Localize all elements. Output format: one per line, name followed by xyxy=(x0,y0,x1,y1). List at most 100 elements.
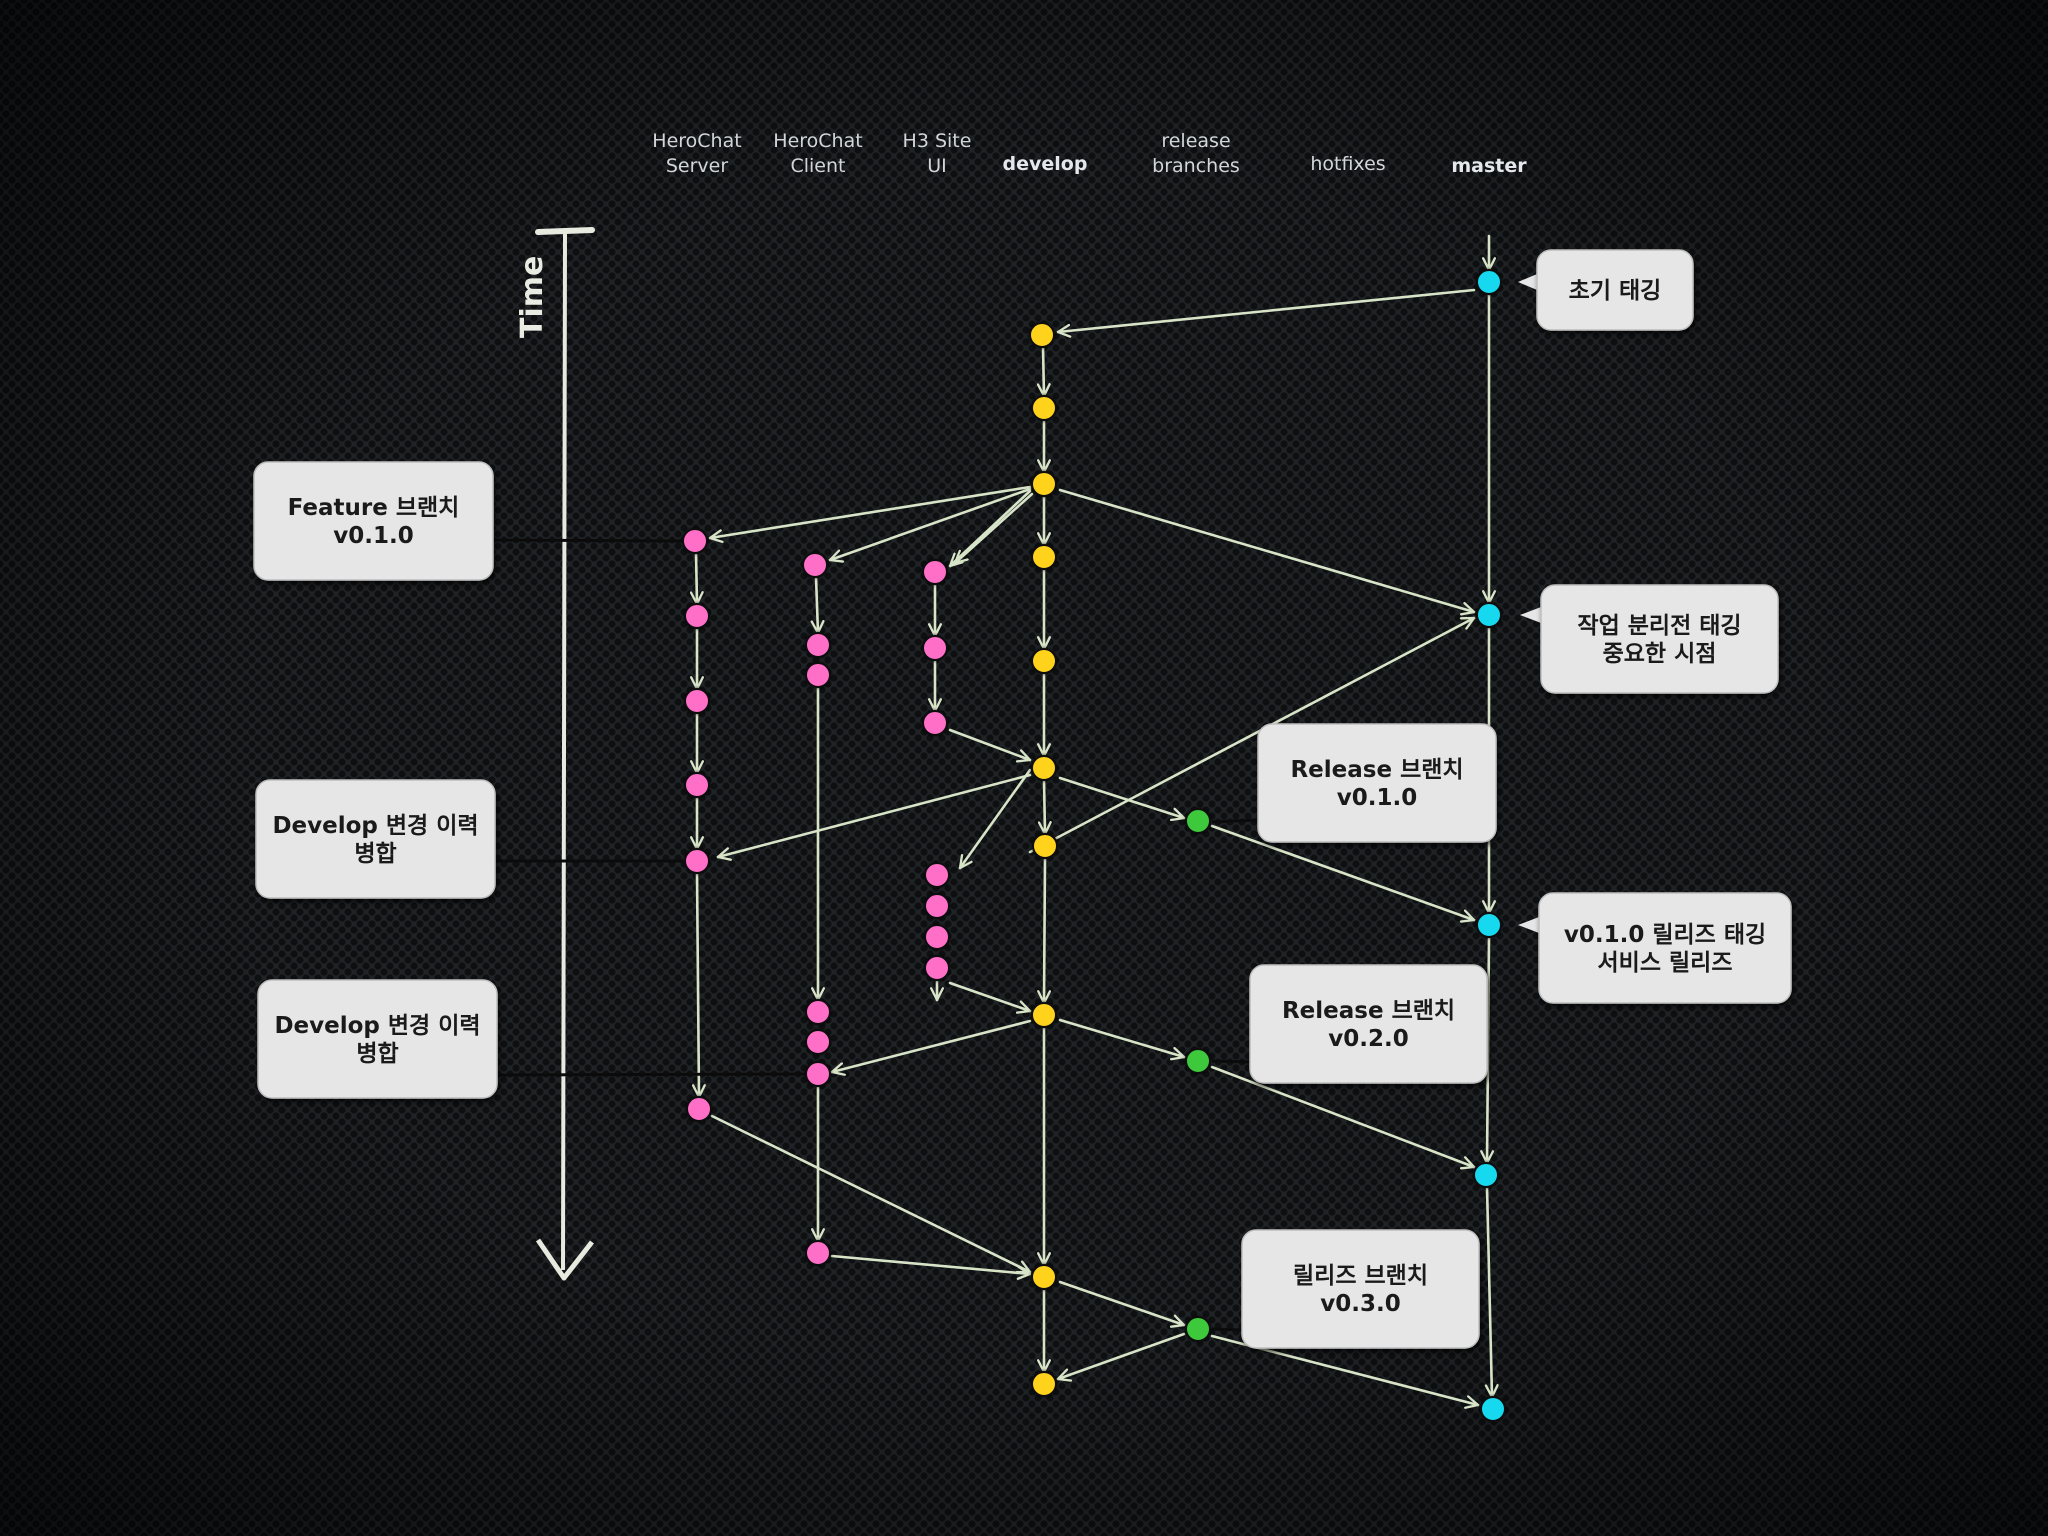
connector-arrow xyxy=(718,773,1032,857)
connector-arrow xyxy=(960,768,1032,868)
connector-arrow xyxy=(1058,1018,1184,1057)
commit-release xyxy=(1185,1316,1211,1342)
callout-pointer xyxy=(1518,274,1537,290)
connectors xyxy=(492,234,1492,1405)
callout-box xyxy=(253,461,494,581)
commit-ui xyxy=(924,924,950,950)
lane-label-ui: H3 Site xyxy=(903,130,972,152)
commit-client xyxy=(805,999,831,1025)
time-axis: Time xyxy=(515,227,595,1281)
commit-client xyxy=(802,552,828,578)
callout-text: Feature 브랜치 xyxy=(288,495,460,521)
callout-text: Release 브랜치 xyxy=(1282,998,1455,1024)
callout-text: 서비스 릴리즈 xyxy=(1598,950,1733,976)
connector-arrow xyxy=(948,981,1030,1011)
callout-box xyxy=(257,979,498,1099)
commit-server xyxy=(684,603,710,629)
commit-server xyxy=(684,772,710,798)
commit-master xyxy=(1480,1396,1506,1422)
commit-client xyxy=(805,632,831,658)
commit-develop xyxy=(1031,1002,1057,1028)
callout-text: v0.3.0 xyxy=(1320,1291,1400,1317)
lane-label-release: branches xyxy=(1152,155,1240,177)
connector-arrow xyxy=(1043,345,1044,396)
connector-arrow xyxy=(1058,776,1184,818)
commit-develop xyxy=(1031,544,1057,570)
connector-arrow xyxy=(710,1114,1030,1274)
connector-arrow xyxy=(955,492,1034,563)
callout-box xyxy=(1241,1229,1480,1349)
commit-master xyxy=(1476,269,1502,295)
commit-develop xyxy=(1031,1371,1057,1397)
callout-text: Release 브랜치 xyxy=(1290,757,1463,783)
callout-text: Develop 변경 이력 xyxy=(272,813,478,839)
lane-label-hotfixes: hotfixes xyxy=(1310,153,1385,175)
callout-text: v0.2.0 xyxy=(1328,1026,1408,1052)
connector-arrow xyxy=(1058,288,1476,332)
callout-text: 병합 xyxy=(356,1041,398,1067)
commit-ui xyxy=(924,862,950,888)
callout-text: v0.1.0 xyxy=(1337,785,1417,811)
callout-text: 릴리즈 브랜치 xyxy=(1293,1263,1428,1289)
connector-arrow xyxy=(1044,856,1045,1005)
connector-arrow xyxy=(697,871,699,1099)
callout-leader xyxy=(492,1072,807,1077)
commit-ui xyxy=(922,710,948,736)
commit-server xyxy=(684,688,710,714)
lane-label-master: master xyxy=(1451,155,1527,177)
commit-develop xyxy=(1029,322,1055,348)
lane-label-develop: develop xyxy=(1003,153,1088,175)
connector-arrow xyxy=(1210,1065,1474,1167)
lane-label-release: release xyxy=(1161,130,1230,152)
callout-pointer xyxy=(1520,607,1541,623)
connector-arrow xyxy=(1058,1280,1184,1325)
commit-ui xyxy=(922,635,948,661)
connector-arrow xyxy=(710,485,1032,538)
connector-arrow xyxy=(816,575,818,633)
callout-leader xyxy=(1211,818,1259,824)
callout-leader xyxy=(1211,1059,1251,1064)
commit-client xyxy=(805,1061,831,1087)
callout-text: v0.1.0 xyxy=(333,523,413,549)
commit-release xyxy=(1185,1048,1211,1074)
connector-arrow xyxy=(948,728,1030,760)
connector-arrow xyxy=(830,487,1032,560)
commit-develop xyxy=(1031,395,1057,421)
callout-text: 중요한 시점 xyxy=(1603,641,1717,667)
commit-client xyxy=(805,1029,831,1055)
connector-arrow xyxy=(1487,1185,1492,1397)
lane-label-client: Client xyxy=(790,155,845,177)
connector-arrow xyxy=(1044,778,1045,836)
callout-box xyxy=(1538,892,1792,1004)
commit-client xyxy=(805,1240,831,1266)
commit-master xyxy=(1476,912,1502,938)
commit-ui xyxy=(922,559,948,585)
callout-box xyxy=(1249,964,1488,1084)
commit-server xyxy=(686,1096,712,1122)
callout-text: Develop 변경 이력 xyxy=(274,1013,480,1039)
connector-arrow xyxy=(696,551,697,604)
time-axis-line xyxy=(561,231,567,1271)
callout-leader xyxy=(1211,1327,1243,1332)
callout-box xyxy=(1540,584,1779,694)
commit-develop xyxy=(1031,755,1057,781)
time-axis-label: Time xyxy=(515,256,550,338)
lane-label-server: Server xyxy=(666,155,728,177)
commit-develop xyxy=(1031,1264,1057,1290)
callout-text: 작업 분리전 태깅 xyxy=(1577,613,1741,639)
connector-arrow xyxy=(1058,488,1474,612)
connector-arrow xyxy=(1487,935,1489,1165)
callout-pointer xyxy=(1518,917,1539,933)
time-axis-cap xyxy=(535,227,595,235)
